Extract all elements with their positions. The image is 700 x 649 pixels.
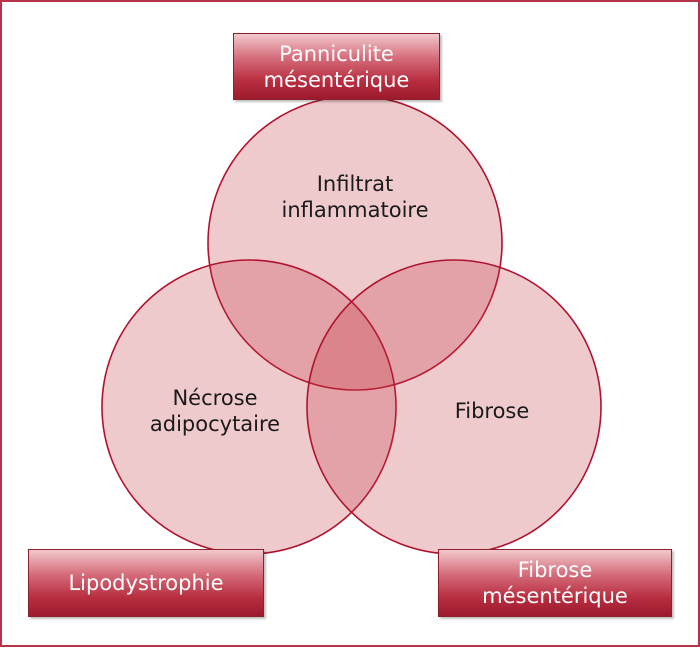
box-fibrose-mesenterique-line2: mésentérique (482, 584, 628, 608)
label-infiltrat-line1: Infiltrat (316, 172, 394, 196)
box-lipodystrophie-line1: Lipodystrophie (68, 571, 224, 595)
label-fibrose: Fibrose (432, 398, 552, 424)
label-necrose-line2: adipocytaire (149, 412, 281, 436)
box-panniculite-line2: mésentérique (263, 67, 410, 92)
box-panniculite-line1: Panniculite (279, 41, 394, 66)
box-lipodystrophie: Lipodystrophie (28, 549, 264, 617)
box-panniculite-mesenterique: Panniculite mésentérique (233, 33, 440, 100)
box-fibrose-mesenterique: Fibrose mésentérique (438, 549, 672, 617)
label-fibrose-line1: Fibrose (454, 399, 530, 423)
box-fibrose-mesenterique-line1: Fibrose (517, 558, 593, 582)
label-necrose-adipocytaire: Nécrose adipocytaire (140, 385, 290, 437)
label-infiltrat-inflammatoire: Infiltrat inflammatoire (280, 171, 430, 223)
label-infiltrat-line2: inflammatoire (281, 198, 429, 222)
label-necrose-line1: Nécrose (172, 386, 258, 410)
